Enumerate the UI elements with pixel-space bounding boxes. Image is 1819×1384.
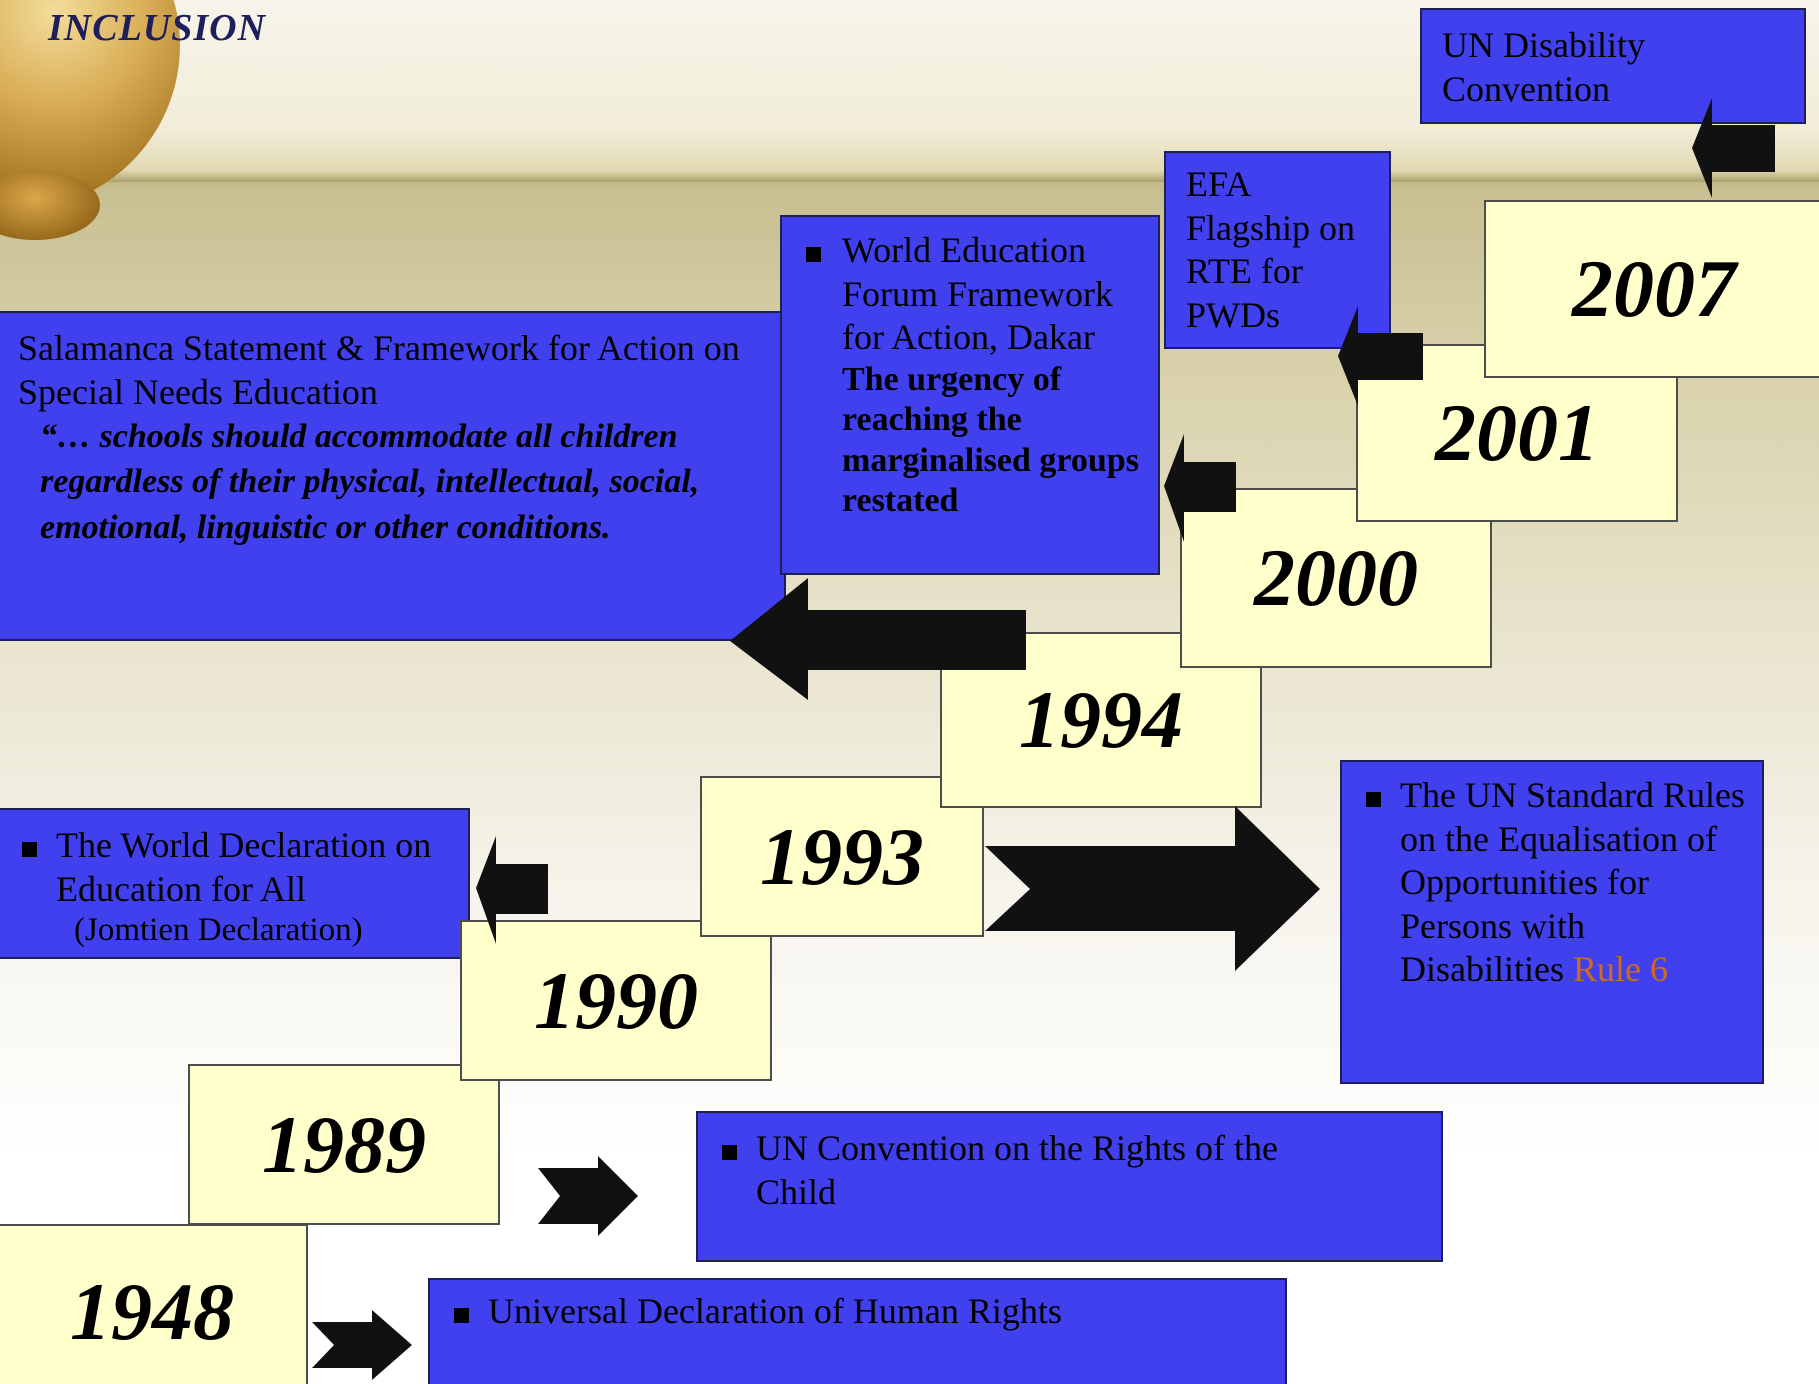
slide-title: INCLUSION <box>48 7 267 49</box>
event-box-salamanca: Salamanca Statement & Framework for Acti… <box>0 311 786 641</box>
arrow-left-icon <box>1692 98 1775 198</box>
event-box-un-convention: UN Disability Convention <box>1420 8 1806 124</box>
arrow-left-icon <box>1164 434 1236 542</box>
arrow-left-icon <box>476 836 548 944</box>
jomtien-text-line2: (Jomtien Declaration) <box>74 912 363 949</box>
bullet-icon <box>1366 792 1381 807</box>
event-box-crc: UN Convention on the Rights of the Child <box>696 1111 1443 1262</box>
year-box-1989: 1989 <box>188 1064 500 1225</box>
arrow-right-large-icon <box>985 806 1320 971</box>
event-box-jomtien: The World Declaration on Education for A… <box>0 808 470 959</box>
event-box-dakar: World Education Forum Framework for Acti… <box>780 215 1160 575</box>
udhr-text: Universal Declaration of Human Rights <box>488 1291 1062 1331</box>
event-box-udhr: Universal Declaration of Human Rights <box>428 1278 1287 1384</box>
arrow-left-icon <box>1338 306 1423 406</box>
bullet-icon <box>22 842 37 857</box>
year-box-1993: 1993 <box>700 776 984 937</box>
bullet-icon <box>454 1308 469 1323</box>
globe-stand <box>0 170 100 240</box>
dakar-bold-text: The urgency of reaching the marginalised… <box>842 360 1139 519</box>
arrow-left-large-icon <box>730 578 1026 700</box>
year-box-1990: 1990 <box>460 920 772 1081</box>
salamanca-title: Salamanca Statement & Framework for Acti… <box>18 328 740 412</box>
standard-rules-text: The UN Standard Rules on the Equalisatio… <box>1400 775 1745 990</box>
dakar-text: World Education Forum Framework for Acti… <box>842 230 1113 358</box>
arrow-right-icon <box>312 1310 412 1380</box>
bullet-icon <box>806 247 821 262</box>
arrow-right-icon <box>538 1156 638 1236</box>
event-box-standard-rules: The UN Standard Rules on the Equalisatio… <box>1340 760 1764 1084</box>
bullet-icon <box>722 1145 737 1160</box>
efa-flagship-text: EFA Flagship on RTE for PWDs <box>1186 164 1356 335</box>
salamanca-quote: “… schools should accommodate all childr… <box>40 418 700 546</box>
un-convention-text: UN Disability Convention <box>1442 25 1645 109</box>
event-box-efa-flagship: EFA Flagship on RTE for PWDs <box>1164 151 1391 349</box>
jomtien-text-line1: The World Declaration on Education for A… <box>56 825 432 909</box>
year-box-1948: 1948 <box>0 1224 308 1384</box>
year-box-2007: 2007 <box>1484 200 1819 378</box>
crc-text: UN Convention on the Rights of the Child <box>756 1128 1278 1212</box>
standard-rules-highlight: Rule 6 <box>1573 949 1668 990</box>
